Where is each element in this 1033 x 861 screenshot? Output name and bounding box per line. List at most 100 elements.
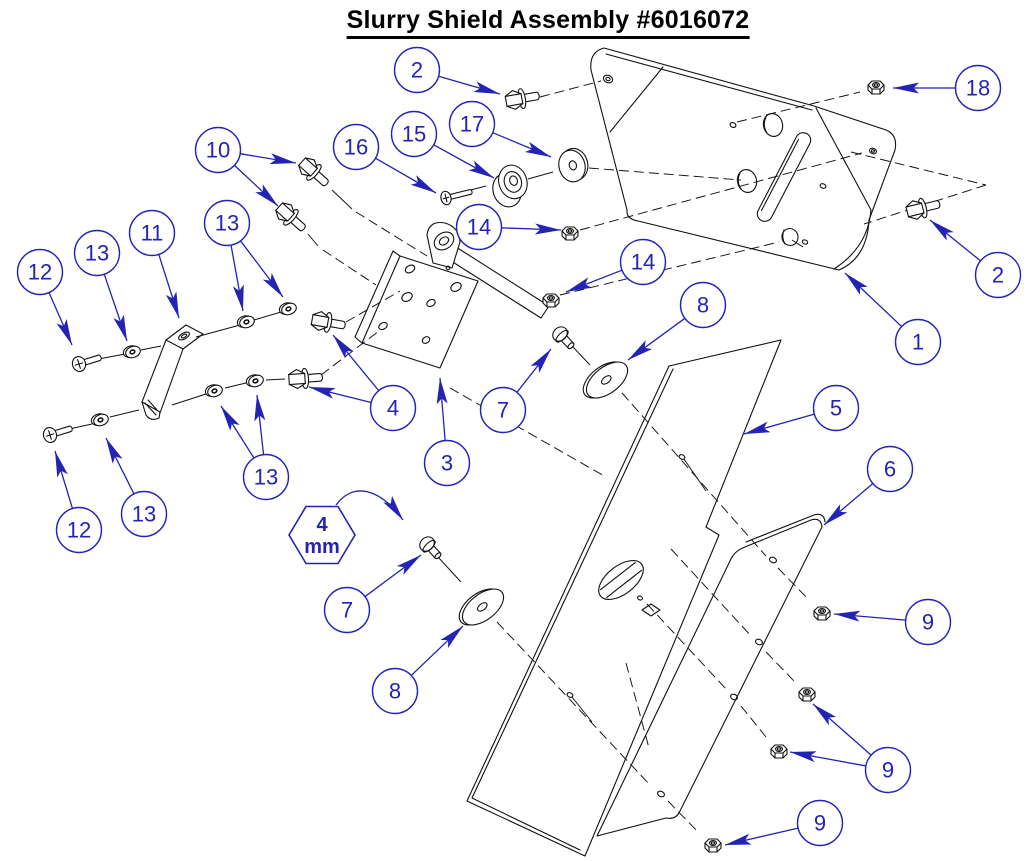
callout-arrow [789, 751, 866, 767]
axis-solid-line [331, 189, 353, 210]
part-hex-flange-bolt [275, 202, 306, 232]
part-hex-nut [704, 838, 722, 853]
callout-arrow [220, 405, 255, 459]
axis-solid-line [437, 556, 462, 583]
callout-balloon-14 [455, 203, 503, 251]
axis-dashed-line [777, 567, 810, 601]
hex-shape [288, 505, 356, 565]
axis-solid-line [140, 345, 162, 351]
callout-label: 13 [215, 211, 239, 236]
part-phillips-pan-screw [42, 425, 73, 443]
axis-dashed-line [765, 651, 795, 682]
axis-dashed-line [355, 211, 428, 257]
callout-balloon-11 [128, 209, 176, 257]
callout-balloon-9 [864, 746, 912, 794]
callout-arrow [627, 317, 686, 361]
axis-dashed-line [646, 603, 728, 691]
callout-label: 7 [497, 398, 509, 423]
callout-arrow [929, 219, 981, 262]
callout-balloon-14 [619, 238, 667, 286]
part-small-washer [204, 384, 223, 398]
part-hex-flange-bolt [288, 367, 323, 390]
callout-arrow [823, 483, 874, 526]
callout-arrow [433, 144, 495, 179]
axis-dashed-line [740, 705, 767, 738]
callout-arrow [516, 348, 552, 393]
callout-label: 2 [411, 58, 423, 83]
part-hex-nut [813, 606, 831, 621]
axis-dashed-line [345, 290, 401, 323]
callout-arrow [812, 703, 872, 756]
part-flat-washer [558, 147, 589, 183]
part-hex-nut [770, 744, 788, 759]
callout-label: 7 [341, 598, 353, 623]
callout-balloon-7 [479, 386, 527, 434]
callout-arrow [724, 827, 799, 846]
callout-balloon-13 [120, 490, 168, 538]
callout-label: 12 [28, 260, 52, 285]
axis-solid-line [109, 409, 140, 418]
bracket-plate-3 [354, 221, 550, 369]
callout-arrow [254, 394, 266, 455]
part-hex-flange-bolt [504, 88, 540, 110]
callout-arrow [375, 157, 437, 194]
axis-solid-line [195, 324, 241, 338]
callout-label: 1 [912, 330, 924, 355]
part-hex-flange-bolt [310, 311, 346, 333]
callout-arrow [240, 153, 297, 165]
callout-balloon-2 [974, 251, 1022, 299]
axis-solid-line [265, 378, 286, 381]
axis-dashed-line [736, 91, 861, 123]
callout-balloon-8 [679, 281, 727, 329]
callout-label: 18 [966, 76, 990, 101]
callout-balloon-6 [866, 445, 914, 493]
callout-arrow [105, 437, 135, 495]
axis-dashed-line [621, 392, 767, 557]
axis-solid-line [224, 382, 247, 389]
callout-balloon-4 [369, 384, 417, 432]
axis-solid-line [171, 393, 207, 406]
callout-arrow [501, 223, 562, 235]
callout-balloon-13 [242, 453, 290, 501]
callout-arrow [492, 132, 552, 158]
callout-balloon-3 [423, 439, 471, 487]
callout-arrow [438, 75, 501, 95]
diagram-title: Slurry Shield Assembly #6016072 [346, 6, 750, 39]
axis-solid-line [253, 311, 282, 321]
callout-balloon-8 [371, 667, 419, 715]
part-hex-nut [867, 80, 885, 95]
axis-dashed-line [320, 330, 380, 376]
callout-label: 5 [830, 396, 842, 421]
callout-balloon-7 [323, 586, 371, 634]
callout-arrow [565, 269, 623, 293]
callout-arrow [48, 292, 73, 346]
callout-balloon-16 [332, 123, 380, 171]
axis-dashed-line [496, 621, 651, 786]
callout-arrow [844, 272, 903, 328]
callout-arrow [332, 334, 380, 392]
axis-solid-line [527, 171, 554, 180]
part-button-head-screw [419, 536, 442, 560]
callout-balloon-9 [904, 598, 952, 646]
spacer-block-11 [141, 324, 204, 421]
callout-arrow [234, 164, 279, 207]
part-hex-flange-bolt [298, 157, 329, 187]
axis-solid-line [683, 458, 707, 492]
callout-label: 15 [402, 122, 426, 147]
part-fender-washer [582, 361, 629, 399]
callout-label: 13 [85, 241, 109, 266]
axis-dashed-line [449, 387, 607, 478]
callout-arrow [743, 413, 815, 435]
callout-arrow [103, 274, 128, 342]
axis-dashed-line [539, 80, 602, 98]
callout-label: 16 [344, 135, 368, 160]
callout-balloon-13 [73, 229, 121, 277]
callout-label: 8 [697, 293, 709, 318]
callout-arrow [158, 254, 180, 319]
callout-label: 9 [922, 610, 934, 635]
callout-arrow [833, 610, 906, 622]
hex-size-value: 4 [316, 514, 328, 536]
part-small-washer [245, 374, 264, 388]
